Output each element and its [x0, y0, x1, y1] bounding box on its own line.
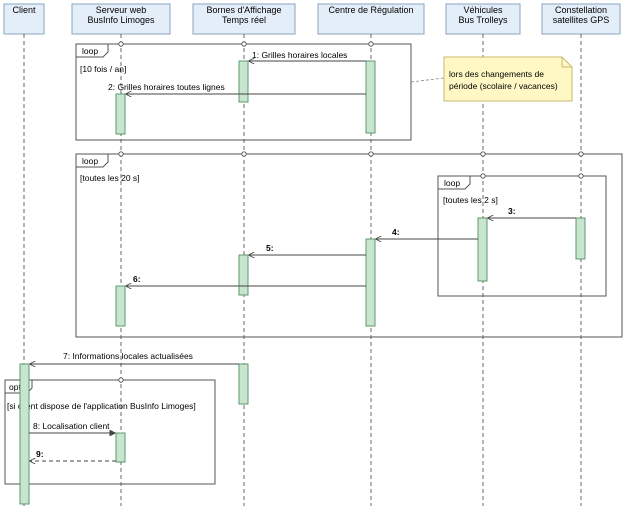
fragment-tab [437, 175, 471, 190]
message-label: 1: Grilles horaires locales [252, 50, 347, 60]
fragment-operator: loop [82, 46, 98, 56]
participant-label: Client [12, 5, 36, 15]
participant-gps: Constellation satellites GPS [541, 3, 621, 35]
message-label: 9: [36, 449, 44, 459]
message-label: 2: Grilles horaires toutes lignes [108, 82, 225, 92]
fragment-operator: loop [82, 156, 98, 166]
message-label: 6: [133, 274, 141, 284]
activation-gps [575, 217, 586, 260]
activation-bornes [238, 60, 249, 103]
participant-bornes: Bornes d'Affichage Temps réel [192, 3, 296, 35]
activation-client [19, 363, 30, 505]
activation-serveur [115, 432, 126, 463]
participant-label: satellites GPS [553, 15, 610, 25]
fragment-guard: [10 fois / an] [80, 64, 126, 74]
participant-serveur: Serveur web BusInfo Limoges [71, 3, 171, 35]
loop-fragment-2 [75, 153, 623, 338]
message-label: 3: [508, 206, 516, 216]
note-connector [410, 77, 445, 83]
loop-fragment-3 [437, 175, 607, 297]
participant-centre: Centre de Régulation [317, 3, 425, 35]
fragment-guard: [si client dispose de l'application BusI… [7, 401, 196, 411]
activation-serveur [115, 93, 126, 135]
activation-centre [365, 60, 376, 134]
activation-vehicules [477, 217, 488, 282]
activation-bornes [238, 363, 249, 405]
fragment-guard: [toutes les 2 s] [443, 195, 498, 205]
message-label: 4: [392, 227, 400, 237]
fragment-operator: loop [444, 178, 460, 188]
note-text: période (scolaire / vacances) [449, 81, 558, 91]
participant-client: Client [3, 3, 45, 35]
fragment-tab [75, 153, 109, 168]
fragment-tab [75, 43, 109, 58]
message-label: 8: Localisation client [33, 421, 110, 431]
note-body [443, 56, 573, 102]
participant-vehicules: Véhicules Bus Trolleys [445, 3, 521, 35]
opt-fragment [4, 379, 216, 485]
participant-label: Constellation [555, 5, 607, 15]
participant-label: Temps réel [222, 15, 266, 25]
participant-label: Centre de Régulation [328, 5, 413, 15]
fragment-operator: opt [9, 382, 21, 392]
participant-label: Serveur web [96, 5, 147, 15]
fragments [4, 43, 623, 485]
message-label: 7: Informations locales actualisées [63, 351, 193, 361]
activation-serveur [115, 285, 126, 327]
participant-label: Véhicules [463, 5, 503, 15]
activation-centre [365, 238, 376, 327]
participant-label: Bornes d'Affichage [206, 5, 281, 15]
message-lines [29, 61, 576, 461]
participant-label: Bus Trolleys [458, 15, 508, 25]
activation-bornes [238, 254, 249, 296]
message-label: 5: [266, 243, 274, 253]
participant-label: BusInfo Limoges [87, 15, 155, 25]
note-fold [561, 57, 572, 68]
fragment-guard: [toutes les 20 s] [80, 173, 140, 183]
fragment-tabs [4, 43, 471, 394]
note: lors des changements de période (scolair… [410, 56, 573, 102]
lifelines [23, 34, 582, 506]
note-text: lors des changements de [449, 69, 544, 79]
activations [19, 60, 586, 505]
